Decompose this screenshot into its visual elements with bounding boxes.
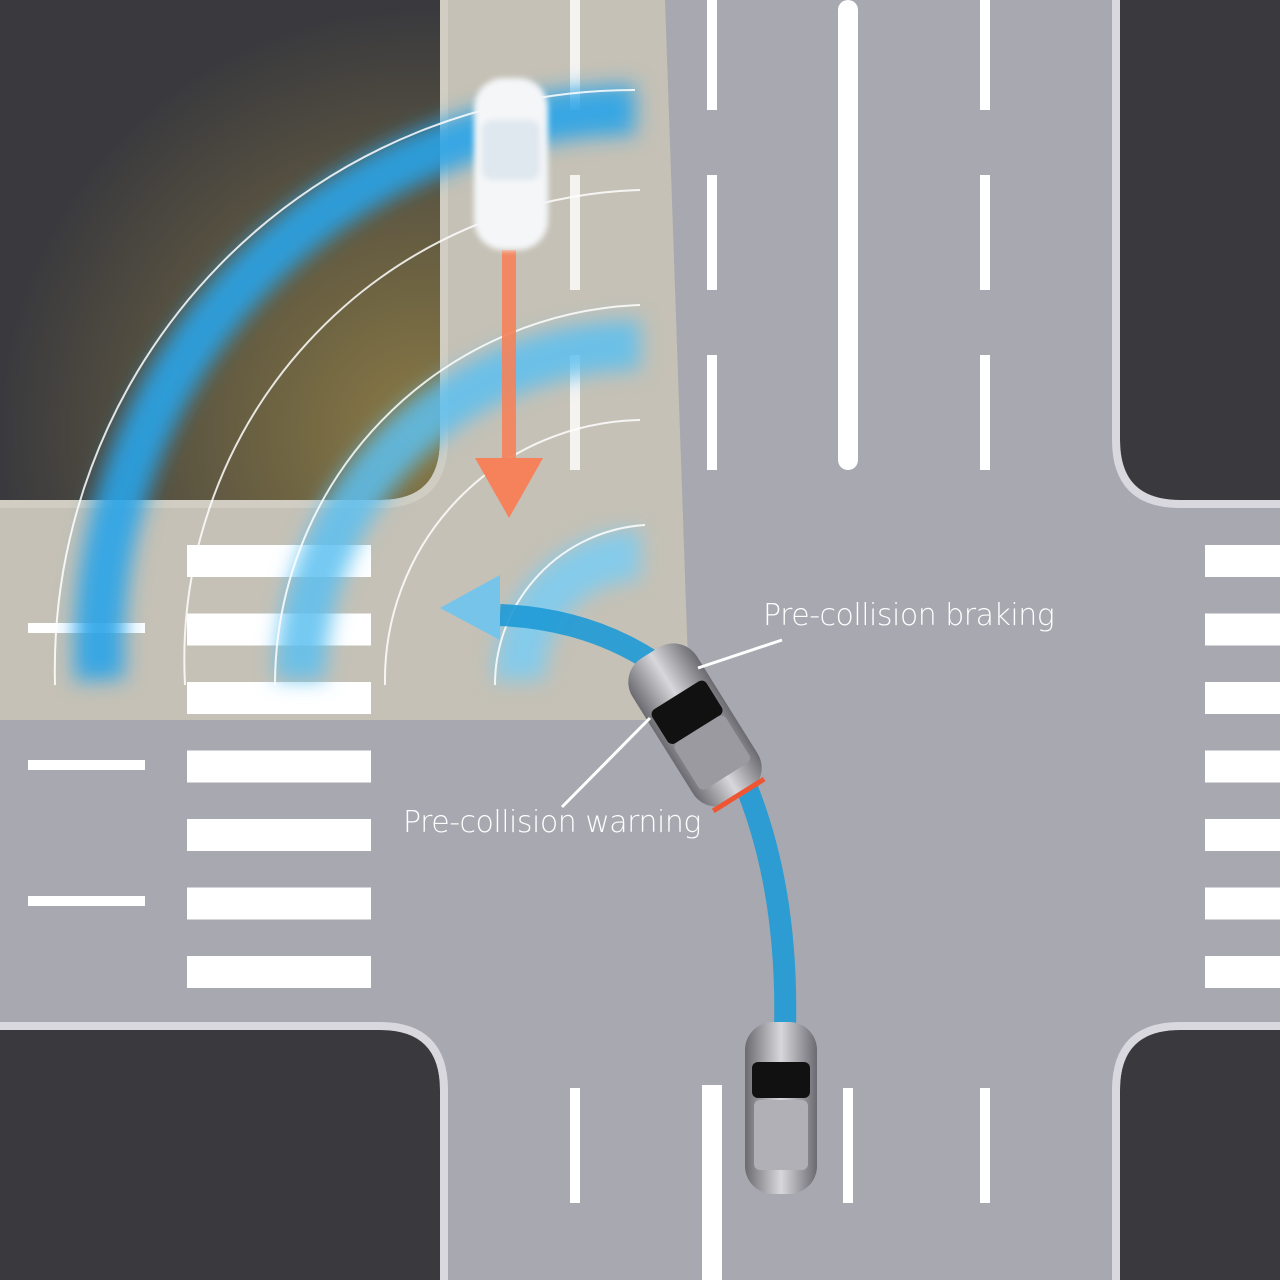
crosswalk-stripe xyxy=(1205,819,1280,851)
crosswalk-stripe xyxy=(187,750,371,783)
pre-collision-warning-label: Pre-collision warning xyxy=(403,805,701,840)
crosswalk-stripe xyxy=(187,887,371,920)
crosswalk-stripe xyxy=(1205,750,1280,783)
crosswalk-stripe xyxy=(187,956,371,988)
crosswalk-right xyxy=(1205,545,1280,988)
lane-markings xyxy=(28,0,990,1280)
crosswalk-left xyxy=(187,545,371,988)
crosswalk-stripe xyxy=(1205,887,1280,920)
crosswalk-stripe xyxy=(1205,613,1280,646)
oncoming-car xyxy=(474,78,548,250)
crosswalk-stripe xyxy=(1205,682,1280,714)
braking-leader-line xyxy=(697,638,783,670)
pre-collision-braking-label: Pre-collision braking xyxy=(763,598,1055,633)
block-top-right xyxy=(1120,0,1280,500)
crosswalk-stripe xyxy=(1205,956,1280,988)
crosswalk-stripe xyxy=(1205,545,1280,577)
warning-leader-line xyxy=(560,716,652,809)
crosswalk-stripe xyxy=(187,682,371,714)
block-bottom-left xyxy=(0,1030,440,1280)
turning-car xyxy=(628,643,766,813)
crosswalk-stripe xyxy=(187,819,371,851)
straight-car xyxy=(745,1022,817,1194)
oncoming-car-arrow xyxy=(475,250,543,518)
block-bottom-right xyxy=(1120,1030,1280,1280)
turn-arrow-head xyxy=(440,575,500,640)
block-top-left xyxy=(0,0,440,500)
